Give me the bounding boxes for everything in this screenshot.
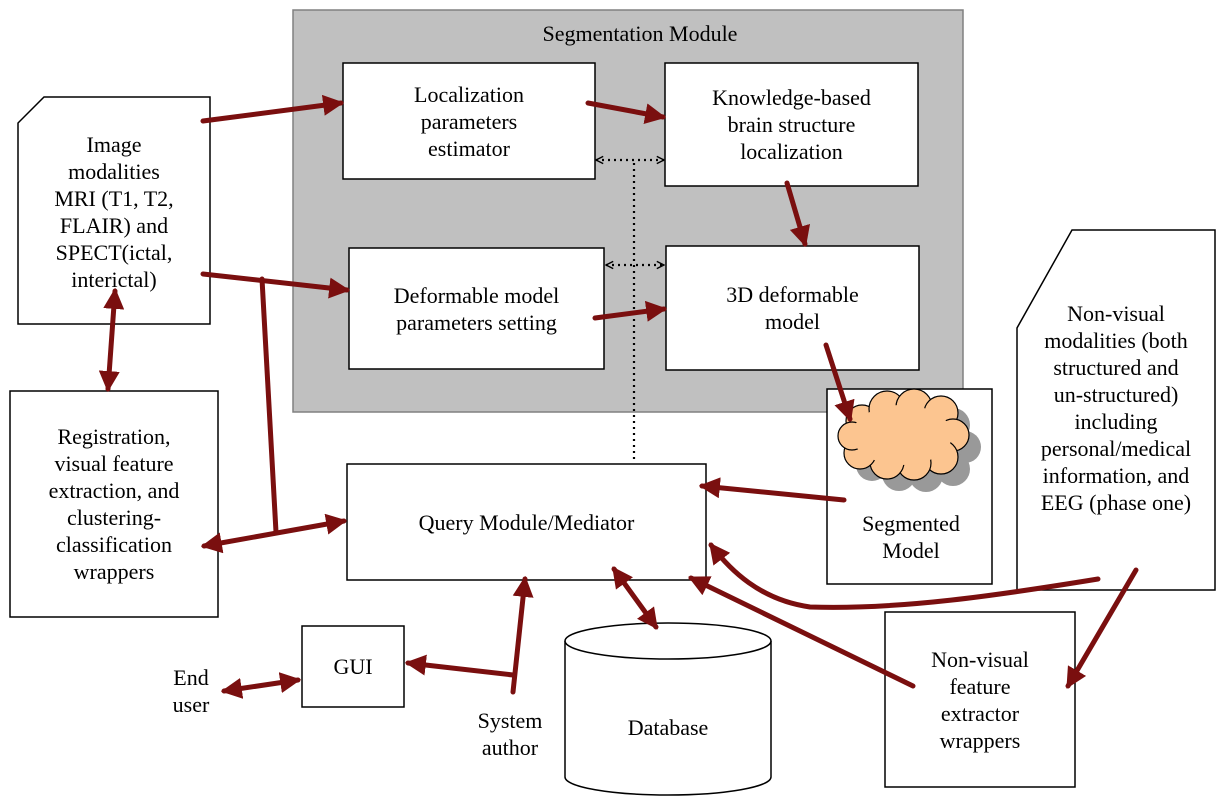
arrow-author-to-gui (404, 654, 516, 678)
system-author-label: System author (477, 708, 543, 760)
arrow-nonvisual-to-extractor (1065, 567, 1139, 689)
registration-label: Registration, visual feature extraction,… (48, 424, 180, 584)
cloud-icon (837, 388, 981, 492)
arrow-knowledge-to-3d (784, 180, 811, 248)
query-module-label: Query Module/Mediator (418, 509, 635, 535)
segmented-model-label: Segmented Model (862, 511, 960, 563)
database-label: Database (627, 714, 709, 740)
deformable-setting-label: Deformable model parameters setting (393, 282, 560, 335)
non-visual-extractor-box (884, 611, 1076, 788)
deformable-setting-box (348, 247, 605, 370)
localization-estimator-box (342, 62, 596, 180)
non-visual-modalities-label: Non-visual modalities (both structured a… (1040, 301, 1192, 515)
arrow-query-database (611, 566, 659, 630)
line-author-vertical (510, 575, 534, 695)
arrow-nonvisual-to-query (708, 542, 1101, 610)
arrow-image-registration (98, 287, 125, 393)
database-cylinder (564, 622, 772, 796)
end-user-label: End user (172, 665, 210, 717)
knowledge-localization-label: Knowledge-based brain structure localiza… (712, 85, 871, 164)
knowledge-localization-box (664, 62, 919, 187)
arrow-3d-to-cloud (823, 342, 855, 422)
arrow-registration-query (200, 513, 348, 554)
arrow-image-to-setting (200, 271, 351, 299)
non-visual-modalities-box (1016, 229, 1216, 591)
arrow-segmented-to-query (698, 477, 847, 503)
deformable-3d-label: 3D deformable model (726, 282, 859, 334)
line-branch-vertical (259, 276, 279, 535)
registration-box (9, 390, 219, 618)
image-modalities-label: Image modalities MRI (T1, T2, FLAIR) and… (54, 132, 174, 292)
gui-label: GUI (333, 654, 373, 679)
localization-estimator-label: Localization parameters estimator (414, 81, 524, 161)
arrow-estimator-to-knowledge (585, 100, 667, 125)
arrow-image-to-estimator (200, 94, 345, 124)
gui-box (301, 625, 405, 708)
deformable-3d-box (665, 245, 920, 371)
arrow-user-gui (220, 672, 302, 699)
arrow-setting-to-3d (592, 300, 668, 322)
non-visual-extractor-label: Non-visual feature extractor wrappers (931, 646, 1029, 753)
arrow-extractor-to-query (688, 575, 916, 689)
query-module-box (346, 463, 707, 581)
segmentation-module-title: Segmentation Module (542, 20, 738, 46)
